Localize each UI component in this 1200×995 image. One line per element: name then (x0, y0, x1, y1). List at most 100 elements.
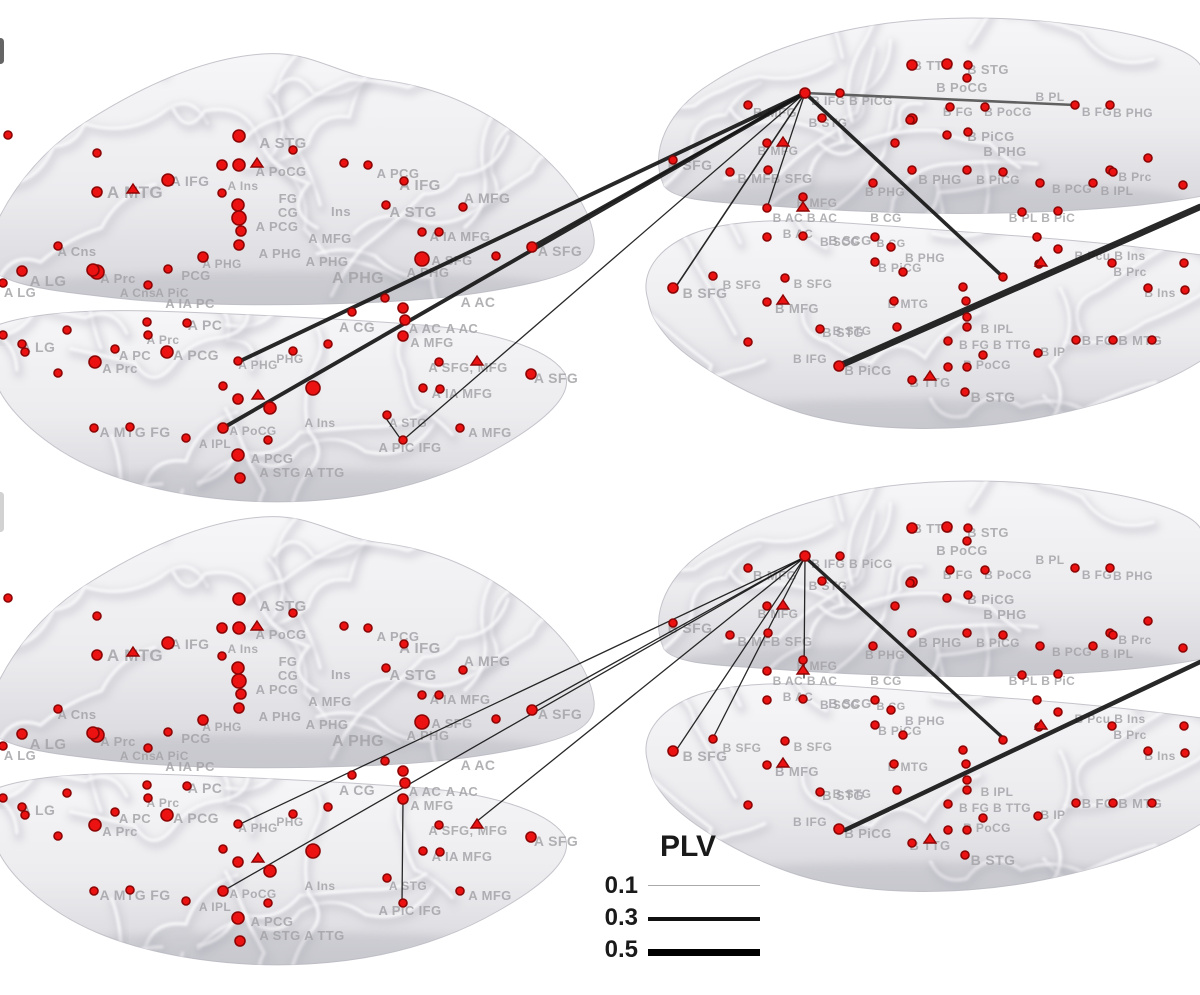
region-label: B STG (833, 324, 872, 338)
region-label: A PHG (306, 717, 349, 732)
region-label: B PHG (918, 172, 961, 187)
roi-node (414, 714, 430, 730)
roi-node (762, 232, 772, 242)
roi-node (1070, 563, 1080, 573)
roi-node (161, 173, 175, 187)
roi-node (998, 167, 1008, 177)
roi-node (434, 357, 444, 367)
roi-node (963, 60, 973, 70)
roi-node (525, 368, 537, 380)
region-label: A LG (4, 285, 36, 300)
region-label: B SCG (820, 235, 860, 249)
roi-node (1179, 258, 1189, 268)
roi-node (943, 336, 953, 346)
roi-node (1017, 207, 1027, 217)
roi-node (907, 628, 917, 638)
roi-node (526, 241, 538, 253)
roi-node (945, 102, 955, 112)
roi-node (3, 593, 13, 603)
roi-node (1143, 283, 1153, 293)
edges-bottom-row (222, 555, 1200, 904)
roi-node (233, 239, 245, 251)
roi-node (762, 760, 772, 770)
region-label: A PCG (173, 810, 219, 826)
roi-node (305, 380, 321, 396)
region-label: A Prc (147, 796, 180, 810)
roi-node (725, 630, 735, 640)
roi-node (417, 690, 427, 700)
connection-edge (766, 92, 806, 209)
roi-node (288, 346, 298, 356)
roi-node (125, 645, 141, 657)
connection-edge (712, 556, 806, 739)
region-label: A STG A TTG (259, 465, 344, 480)
region-label: B PHG (1113, 569, 1153, 583)
region-label: B AC (783, 227, 814, 241)
roi-node (398, 898, 408, 908)
roi-node (667, 282, 679, 294)
region-label: A SFG, MFG (428, 823, 507, 838)
roi-node (1033, 718, 1049, 730)
legend-title: PLV (659, 830, 717, 863)
roi-node (234, 935, 246, 947)
region-label: B PoCG (936, 543, 988, 558)
roi-node (708, 734, 718, 744)
legend-row-03: 0.3 (560, 904, 790, 931)
roi-node (870, 257, 880, 267)
roi-node (397, 793, 409, 805)
region-label: B Prc (1113, 728, 1146, 742)
connection-edge (236, 91, 807, 364)
roi-node (380, 756, 390, 766)
roi-node (363, 623, 373, 633)
region-label: A PHG (332, 733, 384, 750)
region-label: B PCG (1052, 182, 1092, 196)
roi-node (1070, 100, 1080, 110)
region-label: A PCG (173, 347, 219, 363)
roi-node (53, 368, 63, 378)
region-label: B IP (1041, 808, 1066, 822)
region-label: A PiC (155, 749, 189, 763)
region-label: B IFG (793, 352, 827, 366)
region-label: B PL (1036, 553, 1065, 567)
roi-node (961, 296, 971, 306)
roi-node (962, 536, 972, 546)
roi-node (898, 730, 908, 740)
roi-node (232, 393, 244, 405)
region-label: B IFG B PiCG (811, 94, 892, 108)
roi-node (892, 322, 902, 332)
connection-edge (475, 556, 806, 823)
edges-top-row (221, 91, 1200, 442)
region-label: A CG (339, 319, 375, 335)
region-label: A SFG (534, 370, 578, 386)
roi-node (960, 387, 970, 397)
roi-node (886, 242, 896, 252)
roi-node (232, 592, 246, 606)
roi-node (906, 59, 918, 71)
roi-node (125, 422, 135, 432)
roi-node (347, 770, 357, 780)
roi-node (890, 601, 900, 611)
roi-node (943, 362, 953, 372)
roi-node (249, 156, 265, 168)
roi-node (469, 817, 485, 829)
region-label: A STG A TTG (259, 928, 344, 943)
region-label: A LG (4, 748, 36, 763)
region-label: A STG (259, 598, 306, 615)
region-label: B PoCG (963, 821, 1011, 835)
roi-node (905, 115, 915, 125)
connection-edge (222, 556, 806, 892)
region-label: FG (279, 191, 298, 206)
legend-row-01: 0.1 (560, 872, 790, 899)
region-label: B MFB SFG (737, 171, 812, 186)
region-label: B PiCG (967, 592, 1014, 607)
roi-node (234, 472, 246, 484)
roi-node (795, 200, 811, 212)
region-label: A MTG FG (99, 424, 170, 440)
roi-node (305, 843, 321, 859)
roi-node (16, 265, 28, 277)
roi-node (62, 325, 72, 335)
roi-node (907, 165, 917, 175)
roi-node (1088, 178, 1098, 188)
